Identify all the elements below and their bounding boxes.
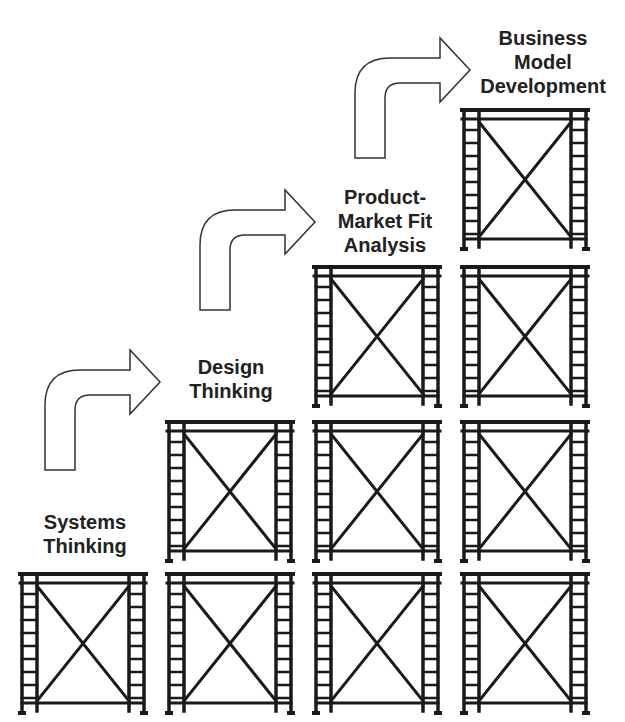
scaffold-frame [165,420,295,563]
stage-label: Systems Thinking [20,510,150,558]
scaffold-frame [460,420,590,563]
scaffold-frame [460,108,590,251]
scaffold-frame [460,265,590,408]
scaffold-frame [18,572,148,715]
scaffold-frame [460,572,590,715]
stage-label: Product-Market Fit Analysis [323,185,448,257]
scaffold-frame [312,420,442,563]
stage-label: Design Thinking [166,355,296,403]
scaffold-frame [165,572,295,715]
stage-label: Business Model Development [473,26,613,98]
step-arrow [200,190,315,310]
step-arrow [355,38,470,158]
scaffold-frame [312,572,442,715]
step-arrow [45,350,160,470]
scaffold-frame [312,265,442,408]
